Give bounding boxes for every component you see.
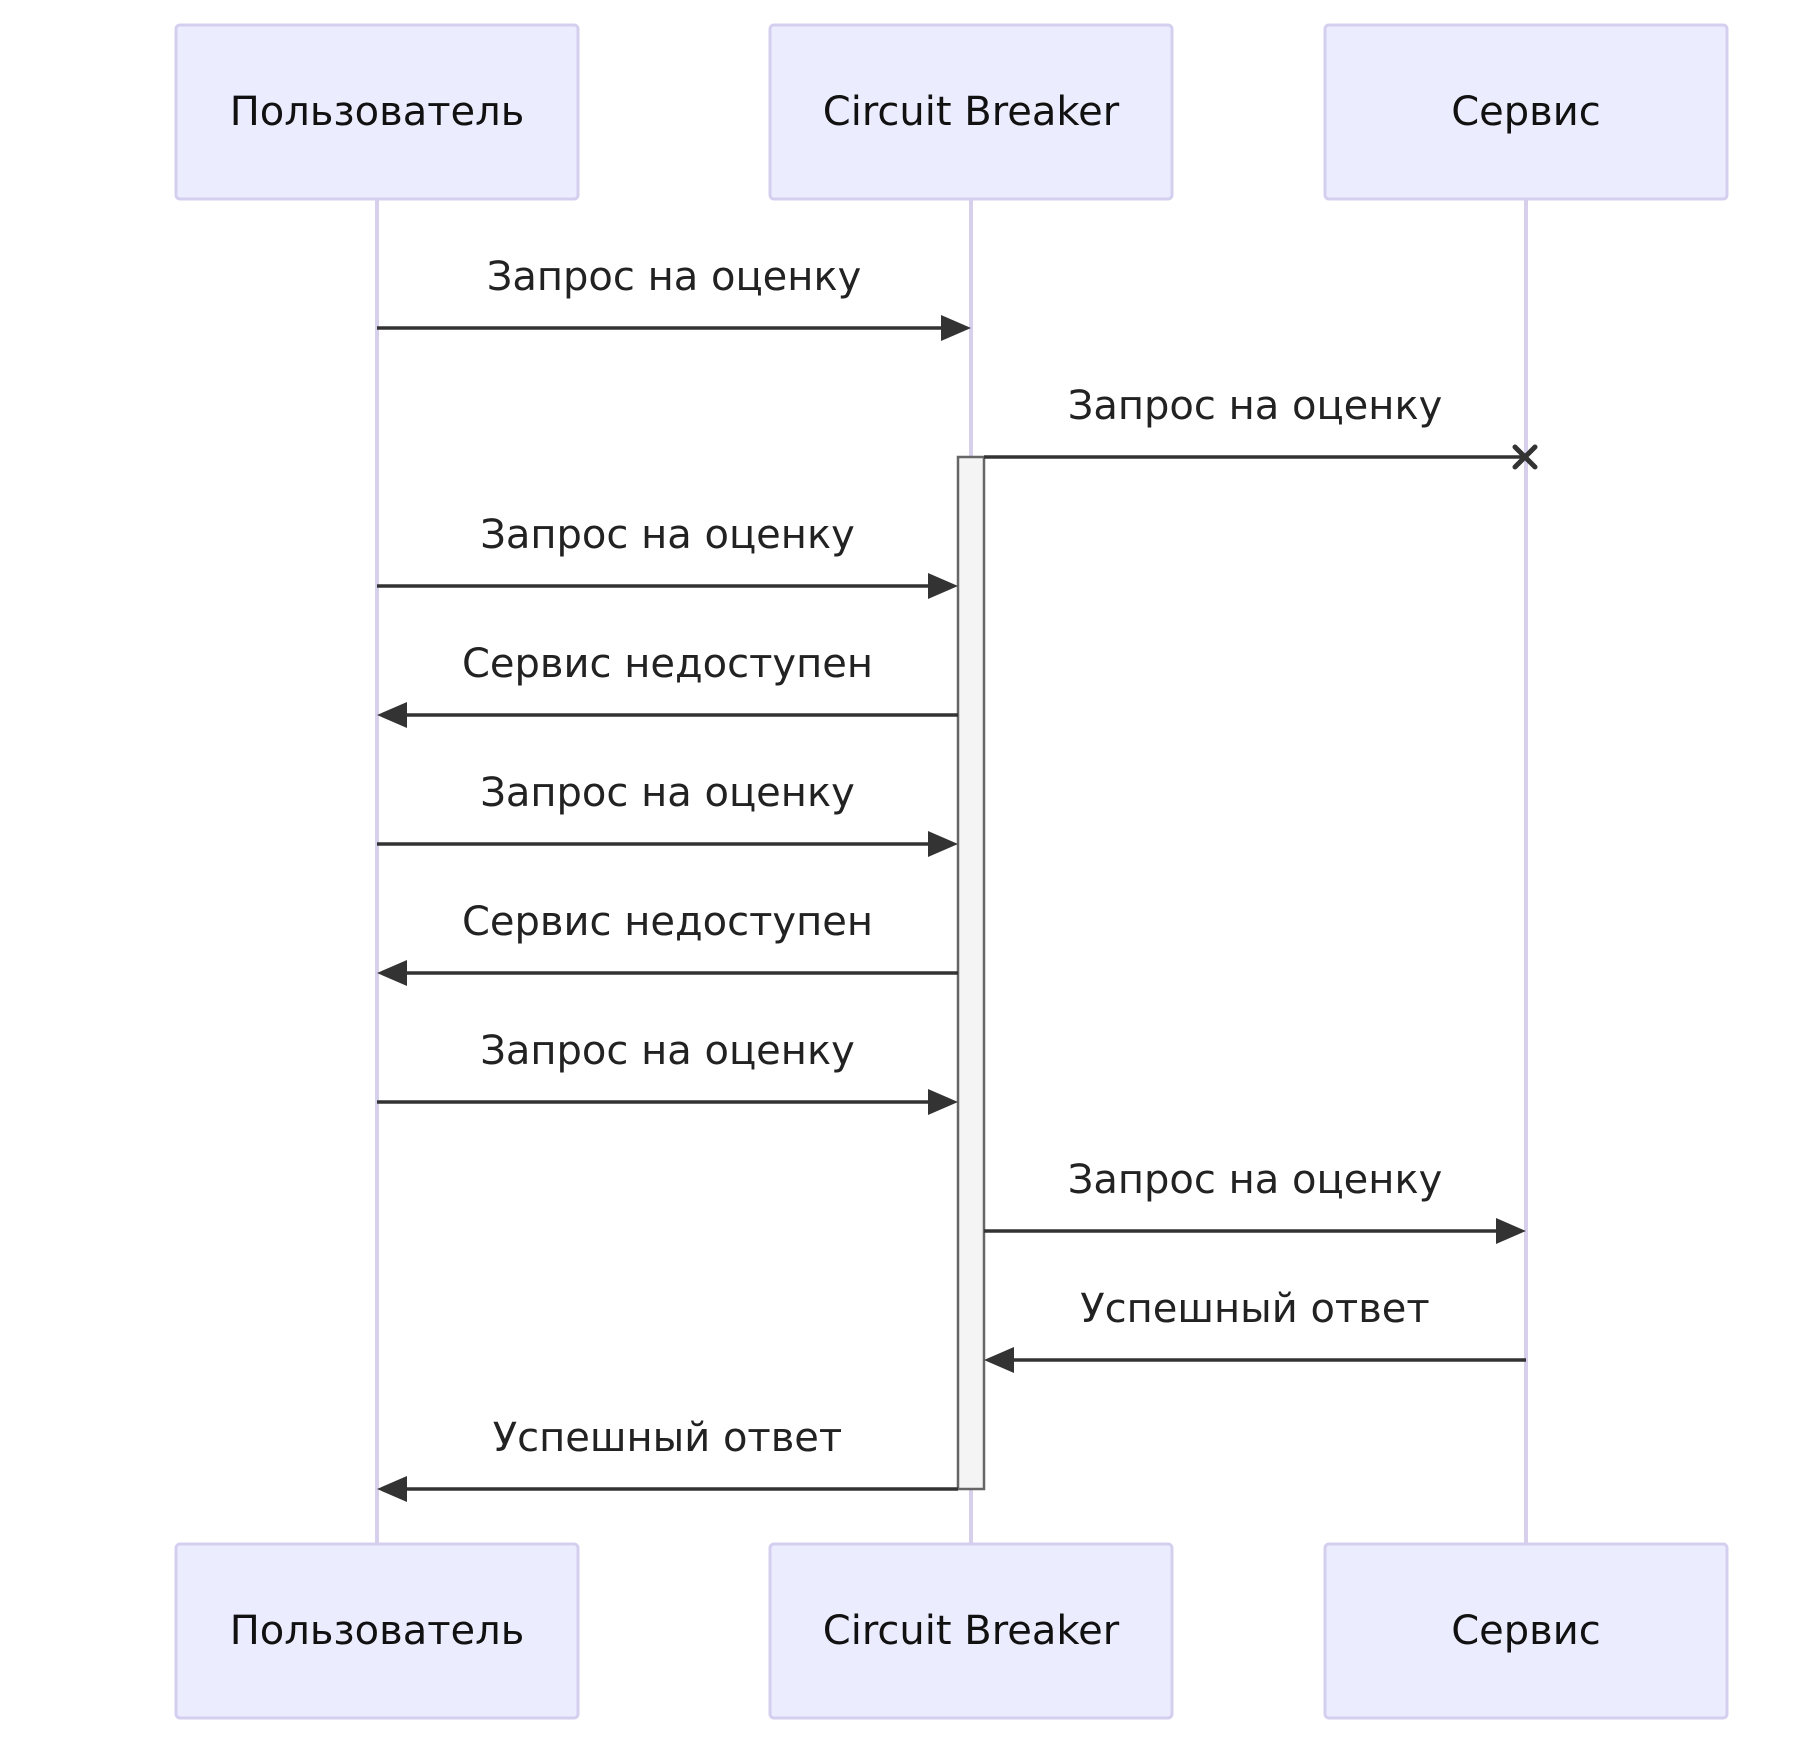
message-label: Запрос на оценку bbox=[480, 512, 855, 558]
actor-label: Пользователь bbox=[230, 89, 525, 135]
message-10: Успешный ответ bbox=[377, 1415, 958, 1502]
message-3: Запрос на оценку bbox=[377, 512, 958, 599]
activations bbox=[956, 455, 986, 1491]
message-8: Запрос на оценку bbox=[984, 1157, 1526, 1244]
cross-stroke bbox=[1512, 444, 1538, 470]
actor-label: Circuit Breaker bbox=[823, 1608, 1120, 1654]
arrowhead-icon bbox=[1496, 1218, 1526, 1244]
message-2: Запрос на оценку bbox=[984, 383, 1538, 470]
arrowhead-icon bbox=[928, 831, 958, 857]
message-label: Сервис недоступен bbox=[462, 641, 873, 687]
actor-label: Circuit Breaker bbox=[823, 89, 1120, 135]
actor-svc-bottom: Сервис bbox=[1323, 1542, 1729, 1720]
message-label: Успешный ответ bbox=[1080, 1286, 1429, 1332]
actor-box bbox=[768, 1542, 1174, 1720]
message-label: Запрос на оценку bbox=[480, 770, 855, 816]
message-label: Запрос на оценку bbox=[1068, 383, 1443, 429]
message-label: Запрос на оценку bbox=[1068, 1157, 1443, 1203]
message-label: Запрос на оценку bbox=[487, 254, 862, 300]
actor-user-top: Пользователь bbox=[174, 23, 580, 201]
message-7: Запрос на оценку bbox=[377, 1028, 958, 1115]
actor-box bbox=[1323, 1542, 1729, 1720]
cross-icon bbox=[1512, 444, 1538, 470]
message-label: Сервис недоступен bbox=[462, 899, 873, 945]
arrowhead-icon bbox=[377, 960, 407, 986]
actor-cb-bottom: Circuit Breaker bbox=[768, 1542, 1174, 1720]
message-5: Запрос на оценку bbox=[377, 770, 958, 857]
arrowhead-icon bbox=[377, 702, 407, 728]
actor-box bbox=[768, 23, 1174, 201]
actor-label: Пользователь bbox=[230, 1608, 525, 1654]
message-6: Сервис недоступен bbox=[377, 899, 958, 986]
message-1: Запрос на оценку bbox=[377, 254, 971, 341]
arrowhead-icon bbox=[941, 315, 971, 341]
message-4: Сервис недоступен bbox=[377, 641, 958, 728]
message-label: Успешный ответ bbox=[493, 1415, 842, 1461]
actor-label: Сервис bbox=[1451, 1608, 1601, 1654]
arrowhead-icon bbox=[984, 1347, 1014, 1373]
arrowhead-icon bbox=[377, 1476, 407, 1502]
activation-bar bbox=[956, 455, 986, 1491]
actor-box bbox=[1323, 23, 1729, 201]
actor-label: Сервис bbox=[1451, 89, 1601, 135]
arrowhead-icon bbox=[928, 1089, 958, 1115]
message-label: Запрос на оценку bbox=[480, 1028, 855, 1074]
arrowhead-icon bbox=[928, 573, 958, 599]
actor-cb-top: Circuit Breaker bbox=[768, 23, 1174, 201]
actor-svc-top: Сервис bbox=[1323, 23, 1729, 201]
actor-box bbox=[174, 23, 580, 201]
actor-box bbox=[174, 1542, 580, 1720]
actor-user-bottom: Пользователь bbox=[174, 1542, 580, 1720]
message-9: Успешный ответ bbox=[984, 1286, 1526, 1373]
